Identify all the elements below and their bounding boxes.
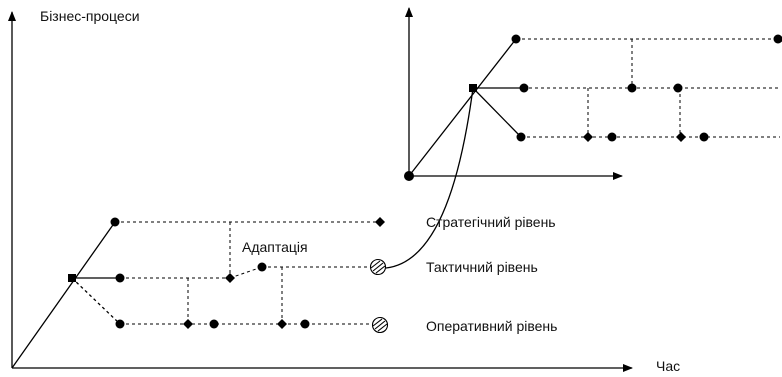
transition-curve	[385, 87, 474, 269]
node-diamond	[225, 273, 235, 283]
secondary-axes	[405, 7, 623, 180]
node-dot	[209, 319, 219, 329]
upper-operational-branch	[472, 87, 522, 138]
lower-structure	[11, 221, 121, 369]
node-diamond	[375, 217, 385, 227]
node-dot	[257, 262, 267, 272]
node-diamond	[183, 319, 193, 329]
operational-branch	[71, 277, 121, 325]
adaptation-step	[229, 266, 263, 279]
node-dot	[673, 83, 683, 93]
end-symbols	[369, 258, 389, 334]
node-dot	[110, 217, 120, 227]
tactical-end-symbol	[369, 258, 387, 276]
node-square	[469, 84, 477, 92]
strategic-level-label: Стратегічний рівень	[426, 214, 556, 230]
upper-structure	[408, 38, 523, 177]
node-dot	[404, 171, 414, 181]
trend-line-2	[408, 38, 517, 177]
node-dot	[607, 132, 617, 142]
lower-dashed-lines	[115, 221, 380, 325]
main-axes	[7, 11, 633, 372]
adaptation-label: Адаптація	[242, 239, 308, 255]
x-axis-label: Час	[656, 358, 681, 374]
node-diamond	[277, 319, 287, 329]
node-dot	[699, 132, 709, 142]
lower-nodes	[68, 217, 385, 329]
node-dot	[511, 34, 521, 44]
node-dot	[773, 34, 782, 44]
tactical-level-label: Тактичний рівень	[426, 259, 538, 275]
y-axis-label: Бізнес-процеси	[40, 8, 140, 24]
node-diamond	[676, 132, 686, 142]
upper-nodes	[404, 34, 782, 181]
operational-level-label: Оперативний рівень	[426, 318, 558, 334]
trend-line-1	[11, 221, 116, 369]
node-dot	[115, 319, 125, 329]
operational-end-symbol	[371, 316, 389, 334]
node-dot	[115, 273, 125, 283]
node-square	[68, 274, 76, 282]
node-dot	[300, 319, 310, 329]
node-dot	[627, 83, 637, 93]
upper-dashed-lines	[516, 38, 780, 138]
node-dot	[516, 132, 526, 142]
node-dot	[519, 83, 529, 93]
node-diamond	[583, 132, 593, 142]
